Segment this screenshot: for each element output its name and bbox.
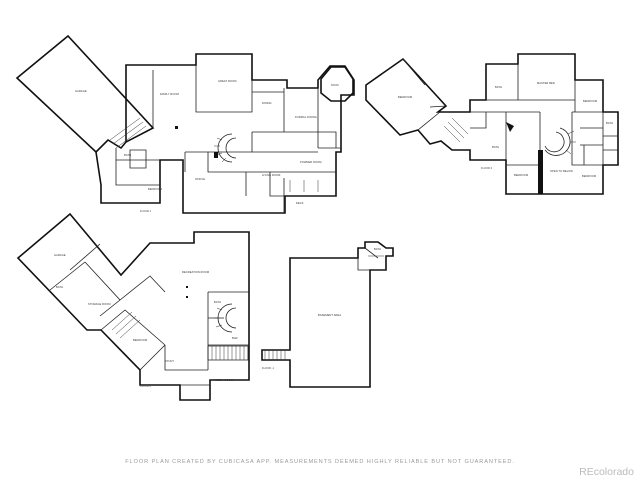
- svg-text:BATH: BATH: [606, 121, 613, 125]
- svg-text:GARAGE: GARAGE: [54, 253, 66, 257]
- svg-text:OFFICE: OFFICE: [195, 177, 205, 181]
- main-floor-plan: GARAGE FAMILY ROOM GREAT ROOM DINING FOR…: [15, 34, 355, 214]
- svg-text:FORMAL DINING: FORMAL DINING: [295, 115, 317, 119]
- svg-text:DECK: DECK: [296, 201, 304, 205]
- svg-text:MASTER BED: MASTER BED: [537, 81, 555, 85]
- svg-text:BEDROOM: BEDROOM: [583, 99, 597, 103]
- svg-text:BEDROOM: BEDROOM: [148, 187, 162, 191]
- svg-text:BATH: BATH: [214, 300, 221, 304]
- svg-text:RECREATION ROOM: RECREATION ROOM: [182, 270, 209, 274]
- svg-text:FLOOR 2: FLOOR 2: [481, 166, 493, 170]
- svg-text:BATH: BATH: [492, 145, 499, 149]
- svg-text:BATH: BATH: [124, 153, 131, 157]
- svg-text:FLOOR 1: FLOOR 1: [140, 209, 152, 213]
- svg-text:FLOOR -1: FLOOR -1: [262, 366, 275, 370]
- svg-text:BEDROOM: BEDROOM: [398, 95, 412, 99]
- svg-text:BATH: BATH: [374, 247, 381, 251]
- svg-text:BEDROOM: BEDROOM: [514, 173, 528, 177]
- svg-text:STUDY: STUDY: [165, 359, 174, 363]
- svg-text:LIVING ROOM: LIVING ROOM: [262, 173, 280, 177]
- svg-text:NOOK: NOOK: [331, 83, 339, 87]
- svg-text:OPEN TO BELOW: OPEN TO BELOW: [550, 169, 573, 173]
- brand-logo-text: REcolorado: [579, 466, 634, 478]
- svg-text:FAMILY ROOM: FAMILY ROOM: [160, 92, 179, 96]
- svg-text:BATH: BATH: [56, 285, 63, 289]
- svg-text:BEDROOM: BEDROOM: [582, 174, 596, 178]
- lower-floor-plan: GARAGE STORAGE ROOM BATH RECREATION ROOM…: [16, 212, 250, 401]
- svg-text:BATH: BATH: [495, 85, 502, 89]
- svg-text:BASEMENT AREA: BASEMENT AREA: [318, 313, 341, 317]
- svg-text:GREAT ROOM: GREAT ROOM: [218, 79, 236, 83]
- svg-text:STORAGE ROOM: STORAGE ROOM: [88, 302, 111, 306]
- svg-text:MEDIA ROOM: MEDIA ROOM: [215, 378, 233, 382]
- floor-plan-disclaimer: FLOOR PLAN CREATED BY CUBICASA APP. MEAS…: [125, 459, 515, 465]
- upper-floor-plan: BEDROOM BATH MASTER BED BEDROOM BEDROOM …: [365, 53, 619, 195]
- basement-plan: BASEMENT AREA BATH FLOOR -1: [261, 241, 394, 388]
- svg-text:DINING: DINING: [262, 101, 272, 105]
- svg-text:GARAGE: GARAGE: [75, 89, 87, 93]
- svg-text:FLOOR 0: FLOOR 0: [140, 384, 152, 388]
- svg-text:BEDROOM: BEDROOM: [133, 338, 147, 342]
- svg-text:BAR: BAR: [232, 336, 238, 340]
- svg-text:POWDER ROOM: POWDER ROOM: [300, 160, 322, 164]
